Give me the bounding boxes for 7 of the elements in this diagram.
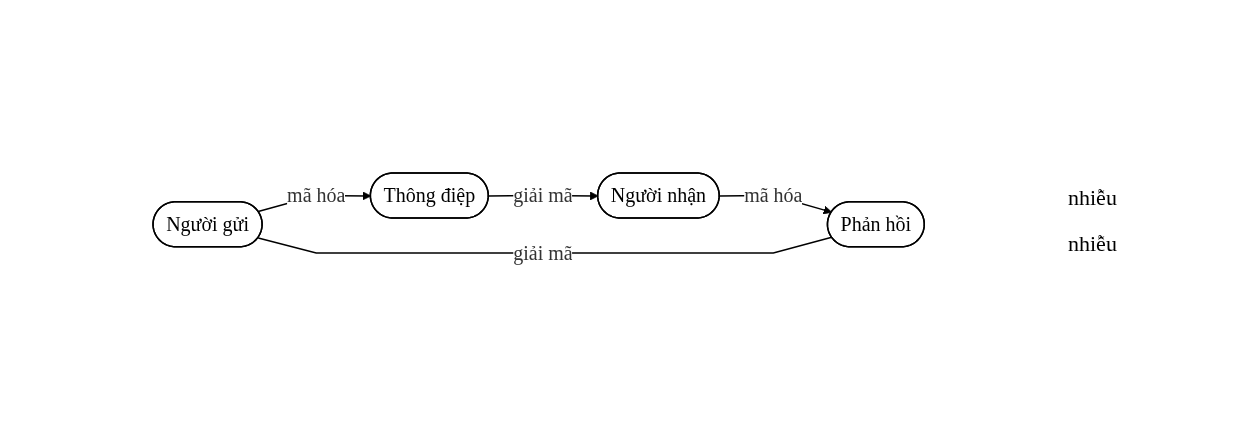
edge-label: mã hóa — [744, 184, 803, 207]
note-label: nhiễu — [1068, 184, 1118, 211]
edge-label: giải mã — [513, 241, 574, 264]
edge-label: giải mã — [513, 184, 574, 207]
note-label: nhiễu — [1068, 230, 1118, 257]
edge-label: mã hóa — [287, 184, 346, 207]
connector — [257, 236, 833, 254]
